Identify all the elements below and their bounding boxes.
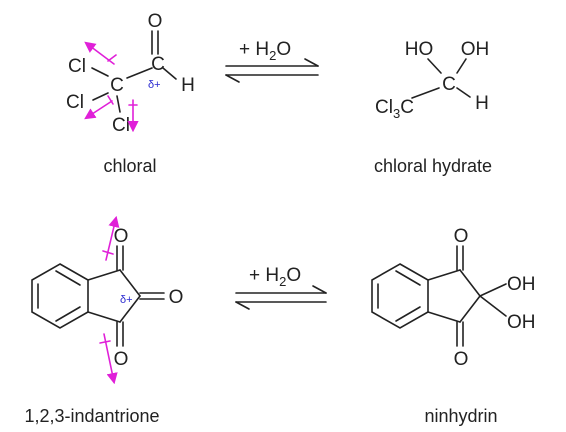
equilibrium-arrow-bottom: + H2O <box>235 265 327 310</box>
chloral-c-ccl3: C <box>110 75 124 96</box>
bond-c2-c3-n <box>459 295 481 323</box>
indantrione-o1: O <box>114 226 129 247</box>
bond-ring-c1-n <box>427 269 461 281</box>
hydrate-ccl3: Cl3C <box>375 97 414 121</box>
ninhydrin-oh2: OH <box>507 312 536 333</box>
chloral-h: H <box>181 75 195 96</box>
bond-ccl-3 <box>116 95 121 113</box>
indantrione-o3: O <box>114 349 129 370</box>
chloral-label: chloral <box>103 156 156 176</box>
bond-ccl-1 <box>91 67 109 77</box>
dipole-arrow-cl2 <box>84 100 113 120</box>
chloral-delta-plus: δ+ <box>148 79 161 91</box>
reverse-arrow-head-2 <box>235 301 250 310</box>
equilibrium-arrow-top: + H2O <box>225 39 319 83</box>
chloral-cl-2: Cl <box>66 92 84 113</box>
chloral-o: O <box>148 11 163 32</box>
ninhydrin-o3: O <box>454 349 469 370</box>
dipole-arrow-cl1 <box>84 41 115 65</box>
bond-c2-oh1 <box>479 283 507 297</box>
bond-c3-ring-n <box>427 311 461 323</box>
forward-arrow-head-2 <box>312 285 327 294</box>
bond-c1-c2-n <box>459 269 481 297</box>
benzene-right-db2 <box>395 306 421 322</box>
chloral-molecule: O C H C Cl Cl Cl δ+ chloral <box>66 11 195 176</box>
dipole-cross-cl1 <box>107 54 117 62</box>
forward-arrow-head <box>304 58 319 67</box>
bond-c-h <box>456 87 471 98</box>
ninhydrin-label: ninhydrin <box>424 406 497 426</box>
bond-c2-c3 <box>119 295 141 323</box>
hydrate-ho: HO <box>405 39 434 60</box>
bond-cc <box>126 67 153 79</box>
dipole-cross-cl2 <box>107 95 114 105</box>
bond-c2-oh2 <box>479 295 507 317</box>
bond-c3-ring <box>87 311 121 323</box>
hydrate-c: C <box>442 74 456 95</box>
hydrate-h: H <box>475 93 489 114</box>
ninhydrin-oh1: OH <box>507 274 536 295</box>
chloral-cl-3: Cl <box>112 115 130 136</box>
reagent-bottom: + H2O <box>249 265 301 289</box>
bond-ccl-2 <box>92 92 109 101</box>
chloral-hydrate-molecule: HO OH C H Cl3C chloral hydrate <box>374 39 492 176</box>
bond-c-oh <box>456 58 467 74</box>
chloral-cl-1: Cl <box>68 56 86 77</box>
ninhydrin-o1: O <box>454 226 469 247</box>
dipole-cross-bottom <box>99 340 111 344</box>
indantrione-label: 1,2,3-indantrione <box>24 406 159 426</box>
indantrione-o2: O <box>169 287 184 308</box>
bond-c-ho <box>427 58 442 74</box>
benzene-left-db2 <box>55 306 81 322</box>
indantrione-molecule: O O O δ+ 1,2,3-indantrione <box>24 215 184 426</box>
bond-ch <box>162 67 177 80</box>
bond-c1-c2 <box>119 269 141 297</box>
reagent-top: + H2O <box>239 39 291 63</box>
benzene-right-db1 <box>395 270 421 286</box>
bond-ring-c1 <box>87 269 121 281</box>
benzene-left-db1 <box>55 270 81 286</box>
chloral-hydrate-label: chloral hydrate <box>374 156 492 176</box>
ninhydrin-molecule: O O OH OH ninhydrin <box>371 226 536 426</box>
hydrate-oh: OH <box>461 39 490 60</box>
dipole-cross-top <box>102 250 114 255</box>
reverse-arrow-head <box>225 74 240 83</box>
chloral-c-carbonyl: C <box>151 54 165 75</box>
indantrione-delta-plus: δ+ <box>120 294 133 306</box>
bond-c-ccl3 <box>411 87 440 99</box>
